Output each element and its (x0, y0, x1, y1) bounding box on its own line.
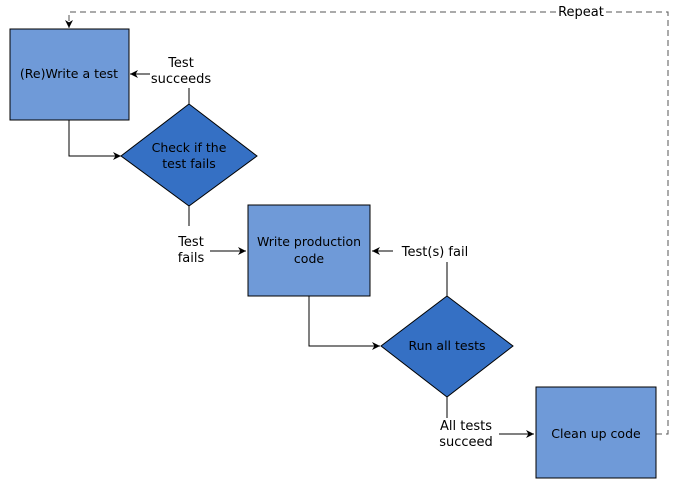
repeat-connector (600, 11, 669, 435)
node-check-fails-line2: test fails (162, 156, 216, 171)
svg-text:Test: Test (177, 235, 204, 250)
svg-text:succeed: succeed (439, 435, 493, 450)
edge-label-test-fails: Test fails (177, 235, 204, 266)
node-rewrite-test: (Re)Write a test (9, 28, 130, 121)
node-write-code: Write production code (247, 204, 371, 297)
repeat-label: Repeat (558, 5, 604, 20)
node-write-code-line2: code (294, 251, 324, 266)
repeat-loop: Repeat (65, 5, 669, 435)
node-check-fails: Check if the test fails (120, 103, 258, 207)
edge-label-test-succeeds: Test succeeds (151, 56, 212, 87)
node-check-fails-line1: Check if the (152, 140, 227, 155)
svg-text:Test: Test (167, 56, 194, 71)
svg-text:fails: fails (178, 251, 205, 266)
edge-rewrite-to-check (68, 120, 121, 160)
node-clean-up: Clean up code (535, 386, 657, 479)
node-clean-up-label: Clean up code (551, 426, 641, 441)
node-run-tests: Run all tests (380, 295, 514, 398)
node-run-tests-label: Run all tests (408, 338, 485, 353)
edge-label-tests-fail: Test(s) fail (401, 245, 468, 260)
svg-text:All tests: All tests (440, 419, 492, 434)
edge-label-all-succeed: All tests succeed (439, 419, 493, 450)
edge-code-to-run (308, 296, 380, 350)
node-rewrite-test-label: (Re)Write a test (20, 66, 118, 81)
node-write-code-line1: Write production (257, 234, 361, 249)
repeat-connector-top (65, 11, 556, 28)
svg-text:succeeds: succeeds (151, 72, 212, 87)
